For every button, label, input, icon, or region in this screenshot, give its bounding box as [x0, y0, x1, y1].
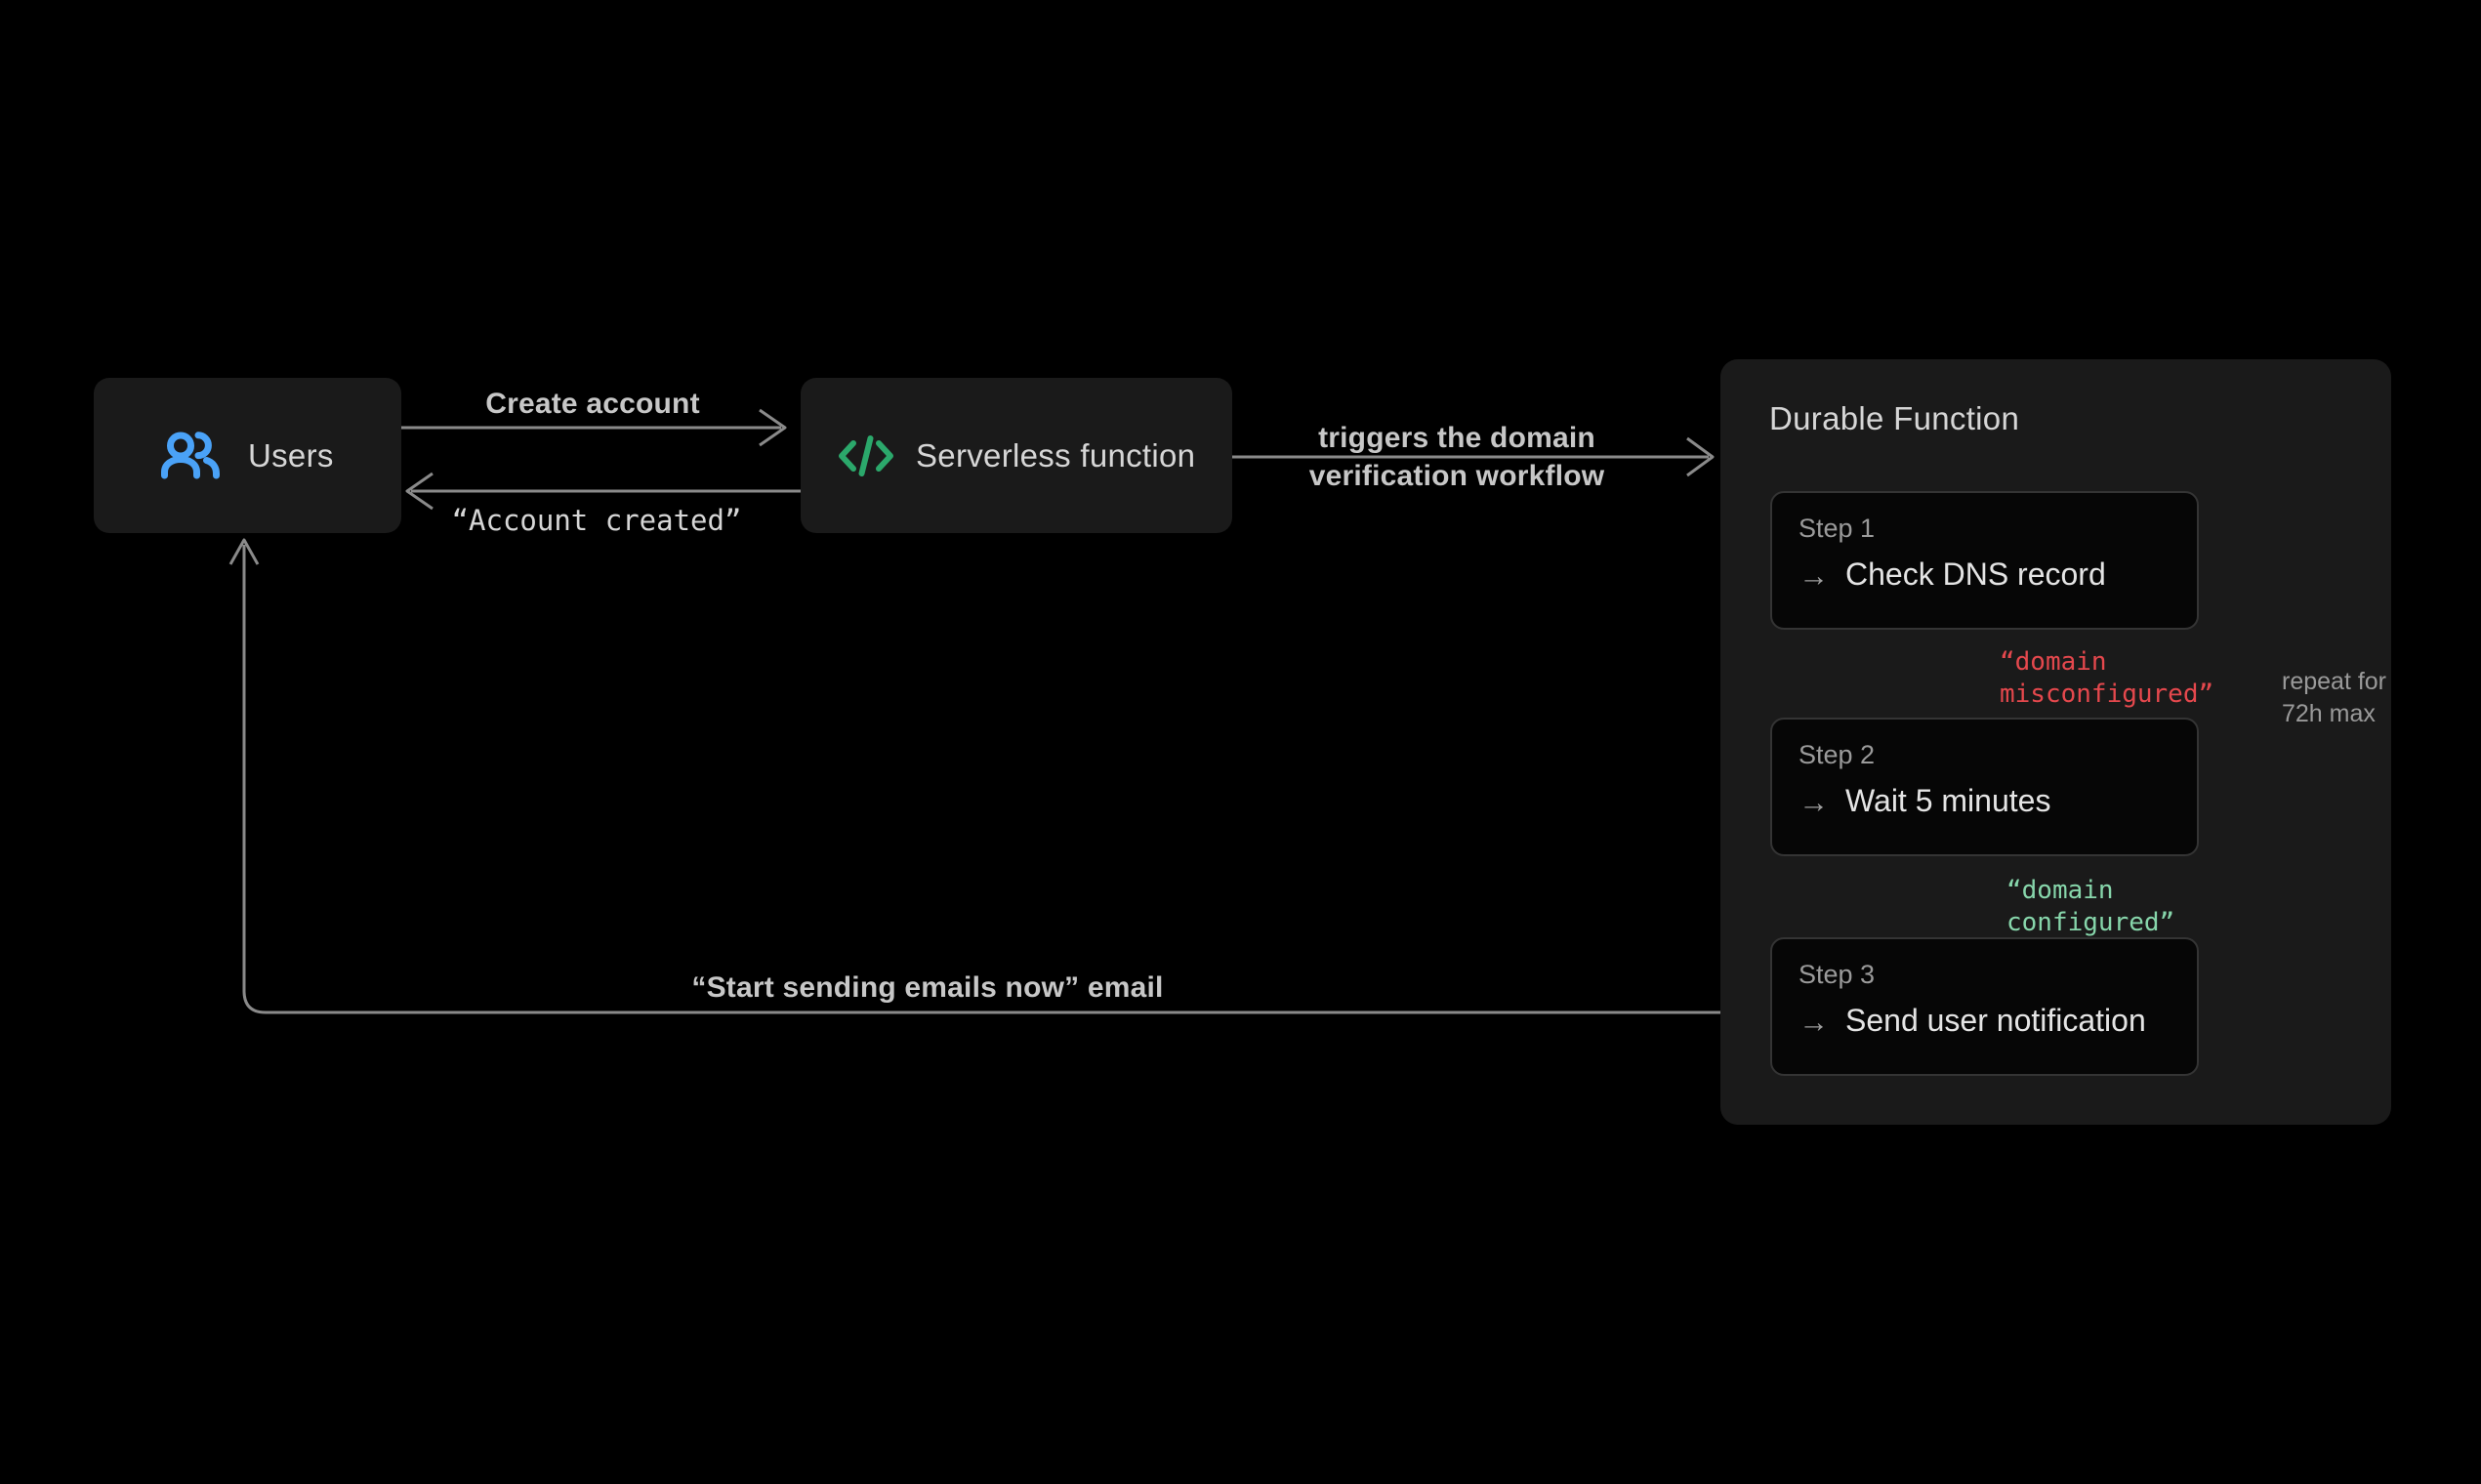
step-2-card: Step 2 → Wait 5 minutes — [1770, 718, 2199, 856]
step-3-card: Step 3 → Send user notification — [1770, 937, 2199, 1076]
step-1-title: Check DNS record — [1845, 556, 2106, 592]
step-2-title: Wait 5 minutes — [1845, 783, 2051, 818]
edge-label-trigger-workflow: triggers the domain verification workflo… — [1308, 422, 1605, 492]
durable-panel-title: Durable Function — [1769, 400, 2020, 436]
step-3-label: Step 3 — [1799, 960, 1876, 989]
arrow-right-icon: → — [1799, 558, 1829, 593]
arrow-send-email-line — [242, 545, 1769, 1014]
arrow-right-icon: → — [1799, 1005, 1829, 1039]
edge-label-domain-misconfigured: “domain misconfigured” — [2000, 647, 2214, 709]
serverless-node: Serverless function — [801, 378, 1232, 533]
arrow-send-email-head — [228, 538, 260, 565]
code-icon — [838, 433, 894, 478]
step-3-title: Send user notification — [1845, 1003, 2146, 1038]
serverless-node-label: Serverless function — [916, 436, 1196, 474]
edge-label-repeat-72h: repeat for 72h max — [2282, 668, 2387, 727]
users-icon — [160, 431, 223, 481]
durable-function-panel: Durable Function Step 1 → Check DNS reco… — [1720, 359, 2391, 1125]
step-1-label: Step 1 — [1799, 514, 1876, 543]
users-node-label: Users — [248, 436, 334, 474]
edge-label-domain-configured: “domain configured” — [2006, 876, 2175, 937]
edge-label-create-account: Create account — [485, 388, 700, 420]
step-1-card: Step 1 → Check DNS record — [1770, 491, 2199, 630]
edge-label-account-created: “Account created” — [451, 504, 742, 537]
users-node: Users — [94, 378, 401, 533]
arrow-trigger-head — [1686, 436, 1715, 477]
step-2-label: Step 2 — [1799, 740, 1876, 769]
arrow-right-icon: → — [1799, 785, 1829, 819]
edge-label-send-email: “Start sending emails now” email — [691, 971, 1164, 1004]
